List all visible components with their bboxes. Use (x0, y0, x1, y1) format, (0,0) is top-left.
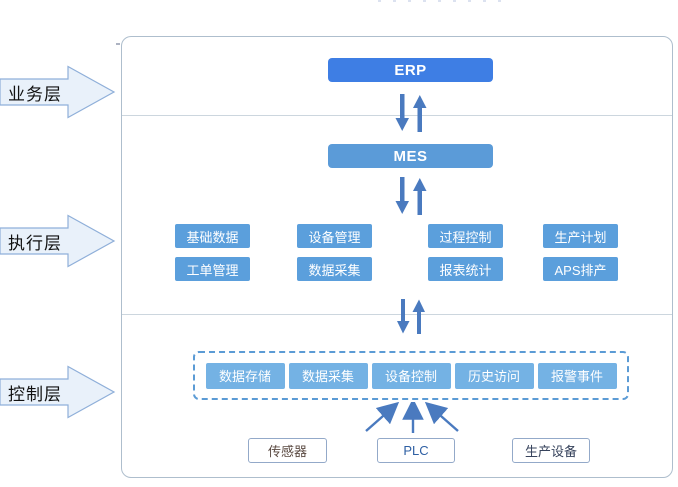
module-basic-data: 基础数据 (175, 224, 250, 248)
layer-label-execution: 执行层 (8, 233, 62, 253)
scada-dashed-group: 数据存储 数据采集 设备控制 历史访问 报警事件 (193, 351, 629, 400)
block-right-arrow-icon (0, 65, 116, 119)
layer-label-business: 业务层 (8, 84, 62, 104)
erp-box: ERP (328, 58, 493, 82)
layer-divider-2 (122, 314, 672, 315)
chip-alarm-events: 报警事件 (537, 362, 617, 389)
chip-data-collection: 数据采集 (288, 362, 368, 389)
device-plc: PLC (377, 438, 455, 463)
device-up-arrows-icon (365, 402, 459, 433)
mes-box: MES (328, 144, 493, 168)
layer-divider-1 (122, 115, 672, 116)
module-aps-scheduling: APS排产 (543, 257, 618, 281)
device-production-equipment: 生产设备 (512, 438, 590, 463)
layer-label-control: 控制层 (8, 384, 62, 404)
chip-device-control: 设备控制 (371, 362, 451, 389)
module-work-order: 工单管理 (175, 257, 250, 281)
updown-arrows-icon (397, 299, 425, 334)
layer-arrow-business: 业务层 (0, 65, 118, 119)
module-data-collection: 数据采集 (297, 257, 372, 281)
updown-arrows-icon (395, 94, 427, 132)
cropped-title-artifact (378, 0, 510, 2)
device-sensor: 传感器 (248, 438, 327, 463)
stray-mark (116, 43, 120, 45)
module-report-stats: 报表统计 (428, 257, 503, 281)
block-right-arrow-icon (0, 365, 116, 419)
module-process-control: 过程控制 (428, 224, 503, 248)
module-equipment-mgmt: 设备管理 (297, 224, 372, 248)
chip-data-storage: 数据存储 (205, 362, 285, 389)
layer-arrow-control: 控制层 (0, 365, 118, 419)
block-right-arrow-icon (0, 214, 116, 268)
updown-arrows-icon (395, 177, 427, 215)
module-production-plan: 生产计划 (543, 224, 618, 248)
layer-arrow-execution: 执行层 (0, 214, 118, 268)
chip-history-access: 历史访问 (454, 362, 534, 389)
